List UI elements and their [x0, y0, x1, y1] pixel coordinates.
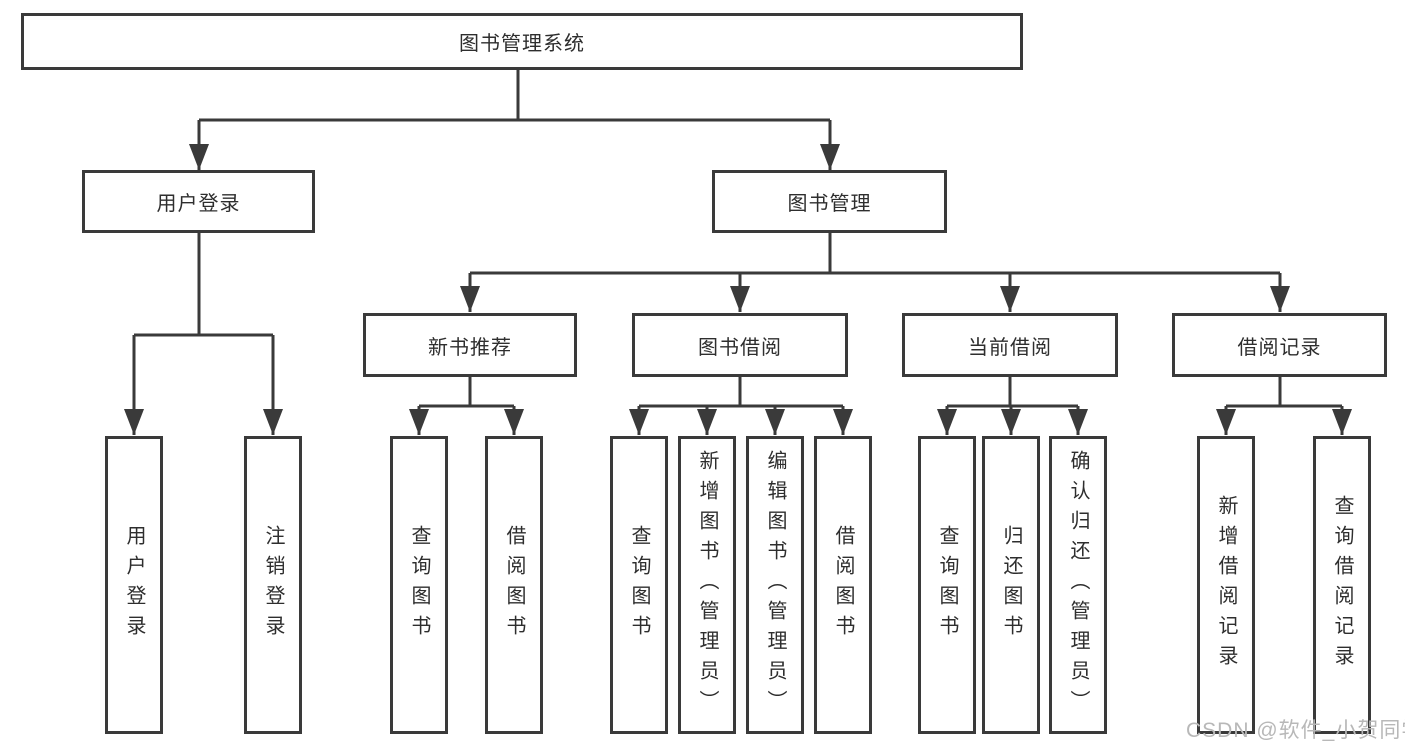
leaf-borrow-books: 借阅图书	[814, 436, 872, 734]
connector-borrow-records-children	[1216, 377, 1352, 435]
leaf-query-books-borrow: 查询图书	[610, 436, 668, 734]
leaf-return-books: 归还图书	[982, 436, 1040, 734]
node-current-borrow: 当前借阅	[902, 313, 1118, 377]
leaf-label: 查询图书	[408, 525, 430, 645]
leaf-edit-books-admin: 编辑图书（管理员）	[746, 436, 804, 734]
connector-current-borrow-children	[937, 377, 1088, 435]
node-user-login: 用户登录	[82, 170, 315, 233]
node-borrow-records: 借阅记录	[1172, 313, 1387, 377]
connector-book-management-children	[460, 233, 1290, 312]
leaf-label: 新增借阅记录	[1215, 495, 1237, 675]
leaf-label: 查询借阅记录	[1331, 495, 1353, 675]
node-book-management: 图书管理	[712, 170, 947, 233]
leaf-logout: 注销登录	[244, 436, 302, 734]
connector-root-to-level2	[189, 70, 840, 170]
node-new-book-recommend: 新书推荐	[363, 313, 577, 377]
leaf-label: 归还图书	[1000, 525, 1022, 645]
leaf-add-books-admin: 新增图书（管理员）	[678, 436, 736, 734]
leaf-label: 用户登录	[123, 525, 145, 645]
node-book-borrow: 图书借阅	[632, 313, 848, 377]
watermark: CSDN @软件_小贺同学	[1186, 719, 1405, 742]
leaf-borrow-books-recommend: 借阅图书	[485, 436, 543, 734]
leaf-label: 编辑图书（管理员）	[764, 450, 786, 720]
leaf-label: 注销登录	[262, 525, 284, 645]
leaf-confirm-return-admin: 确认归还（管理员）	[1049, 436, 1107, 734]
connector-new-book-children	[409, 377, 524, 435]
leaf-query-borrow-record: 查询借阅记录	[1313, 436, 1371, 734]
leaf-label: 借阅图书	[503, 525, 525, 645]
leaf-user-login: 用户登录	[105, 436, 163, 734]
leaf-query-books-current: 查询图书	[918, 436, 976, 734]
leaf-label: 借阅图书	[832, 525, 854, 645]
connector-book-borrow-children	[629, 377, 853, 435]
leaf-add-borrow-record: 新增借阅记录	[1197, 436, 1255, 734]
leaf-label: 新增图书（管理员）	[696, 450, 718, 720]
node-root-system: 图书管理系统	[21, 13, 1023, 70]
leaf-label: 查询图书	[628, 525, 650, 645]
leaf-query-books-recommend: 查询图书	[390, 436, 448, 734]
leaf-label: 确认归还（管理员）	[1067, 450, 1089, 720]
connector-user-login-children	[124, 233, 283, 435]
leaf-label: 查询图书	[936, 525, 958, 645]
